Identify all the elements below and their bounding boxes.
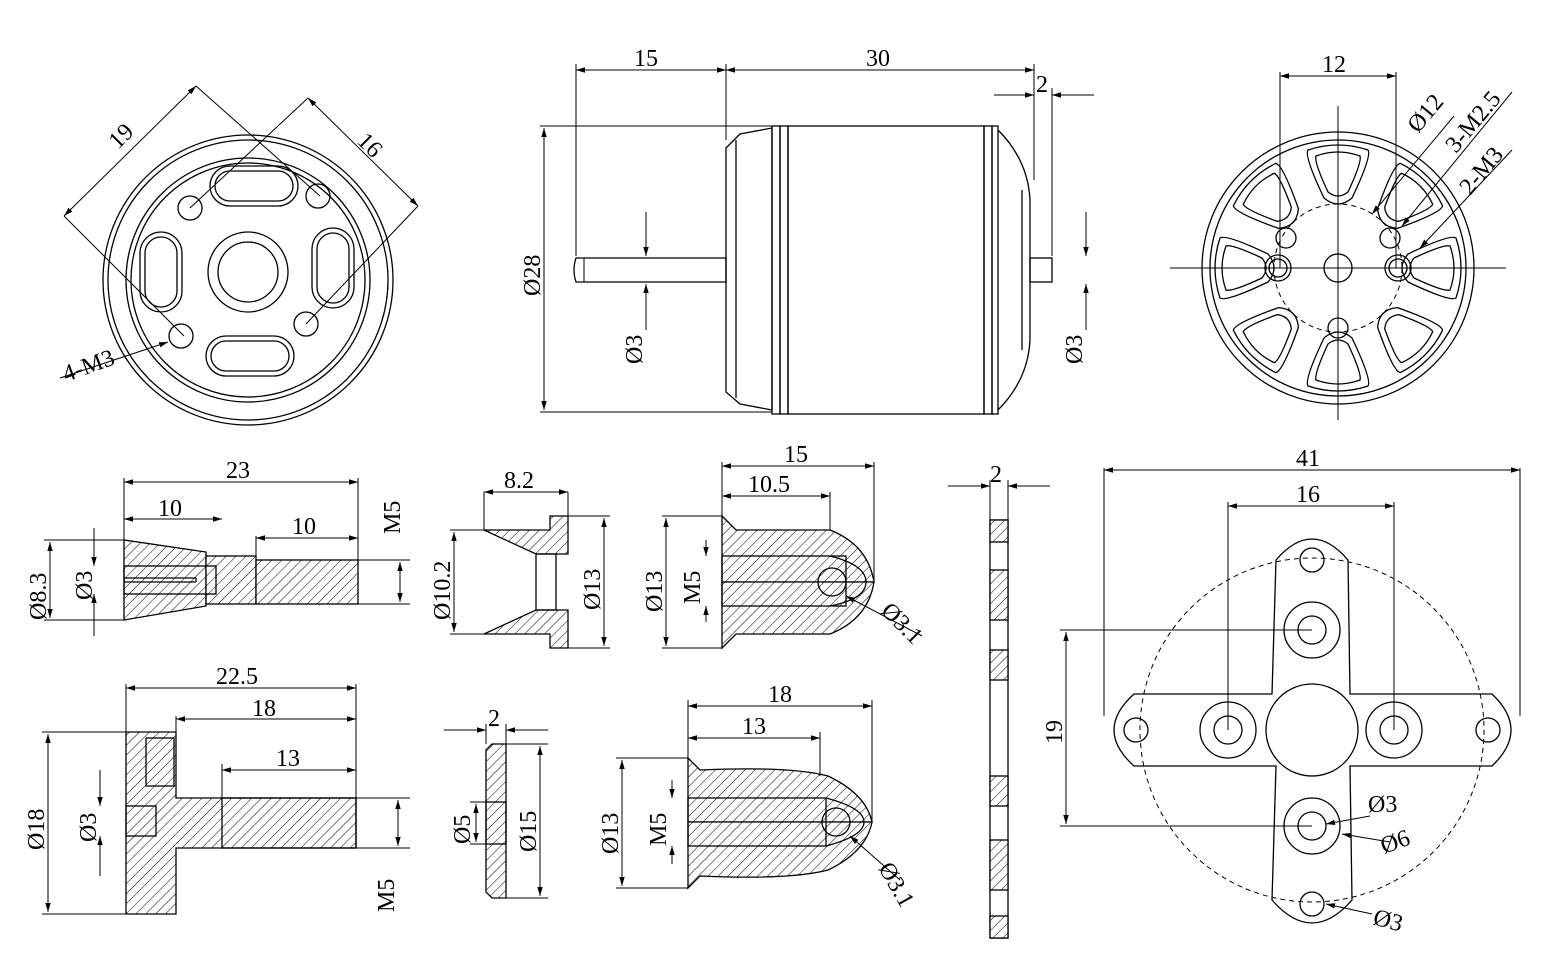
mount-dim-d6: Ø6: [1377, 825, 1413, 859]
adapter-dim-23: 23: [226, 458, 250, 484]
front-dim-19: 19: [104, 119, 139, 154]
washer-dim-d15: Ø15: [516, 811, 542, 852]
mount-dim-d3-upper: Ø3: [1368, 792, 1397, 818]
vent-slot: [1376, 306, 1444, 374]
vent-slot: [1306, 144, 1370, 205]
back-dim-3m25: 3-M2.5: [1441, 86, 1507, 157]
vent-slot: [1232, 162, 1300, 230]
vent-slot: [1232, 306, 1300, 374]
motor-back-view: 12 Ø12 3-M2.5 2-M3: [1170, 52, 1513, 420]
cone-dim-82: 8.2: [504, 468, 534, 494]
adapter-dim-10-left: 10: [158, 496, 182, 522]
nut-a-dim-15: 15: [784, 442, 808, 468]
vent-slot: [1306, 331, 1370, 392]
adapter-dim-10-right: 10: [292, 514, 316, 540]
side-dim-d3-right: Ø3: [1062, 335, 1088, 364]
washer-dim-d5: Ø5: [450, 815, 476, 844]
nut-b-dim-d13: Ø13: [598, 813, 624, 854]
nut-a-dim-105: 10.5: [748, 472, 790, 498]
washer-view: 2 Ø5 Ø15: [444, 706, 548, 899]
nut-a-dim-d13: Ø13: [642, 571, 668, 612]
nut-b-dim-m5: M5: [646, 813, 672, 846]
motor-side-view: 15 30 2 Ø28 Ø3 Ø3: [520, 46, 1094, 415]
side-dim-15: 15: [634, 46, 658, 72]
prop-dim-18: 18: [252, 696, 276, 722]
plate-dim-2: 2: [990, 462, 1002, 488]
prop-dim-225: 22.5: [216, 664, 258, 690]
cone-dim-d102: Ø10.2: [430, 561, 456, 620]
front-dim-16: 16: [352, 128, 387, 163]
side-dim-d3-left: Ø3: [622, 335, 648, 364]
nut-b-dim-18: 18: [768, 682, 792, 708]
front-dim-4m3: 4-M3: [59, 345, 118, 388]
adapter-dim-m5: M5: [380, 501, 406, 534]
washer-dim-2: 2: [488, 706, 500, 732]
prop-dim-d3: Ø3: [76, 813, 102, 842]
prop-dim-13: 13: [276, 746, 300, 772]
nut-b-dim-d31: Ø3.1: [873, 858, 919, 912]
mount-dim-19: 19: [1042, 720, 1068, 744]
shaft-adapter-view: 23 10 10 M5 Ø8.3 Ø3: [26, 458, 410, 636]
mount-dim-16: 16: [1296, 482, 1320, 508]
spinner-nut-b-view: 18 13 Ø13 M5 Ø3.1: [598, 682, 919, 912]
nut-a-dim-m5: M5: [680, 571, 706, 604]
cone-dim-d13: Ø13: [580, 569, 606, 610]
motor-front-view: 19 16 4-M3: [59, 85, 419, 426]
plate-side-view: 2: [948, 462, 1050, 939]
nut-a-dim-d31: Ø3.1: [876, 598, 928, 650]
collet-cone-view: 8.2 Ø10.2 Ø13: [430, 468, 610, 649]
side-dim-d28: Ø28: [520, 255, 546, 296]
mount-dim-41: 41: [1296, 446, 1320, 472]
vent-slot: [1214, 236, 1275, 300]
mount-dim-d3-lower: Ø3: [1370, 905, 1405, 938]
prop-adapter-view: 22.5 18 13 Ø18 Ø3 M5: [24, 664, 410, 915]
cross-mount-view: 41 16 19 Ø3 Ø6 Ø3: [1042, 446, 1521, 938]
spinner-nut-a-view: 15 10.5 Ø13 M5 Ø3.1: [642, 442, 928, 650]
adapter-dim-d3: Ø3: [72, 571, 98, 600]
prop-dim-m5: M5: [374, 879, 400, 912]
side-dim-2: 2: [1036, 72, 1048, 98]
prop-dim-d18: Ø18: [24, 809, 50, 850]
vent-slot: [1401, 236, 1462, 300]
side-dim-30: 30: [866, 46, 890, 72]
back-dim-12: 12: [1322, 52, 1346, 78]
nut-b-dim-13: 13: [742, 714, 766, 740]
adapter-dim-d83: Ø8.3: [26, 573, 52, 620]
